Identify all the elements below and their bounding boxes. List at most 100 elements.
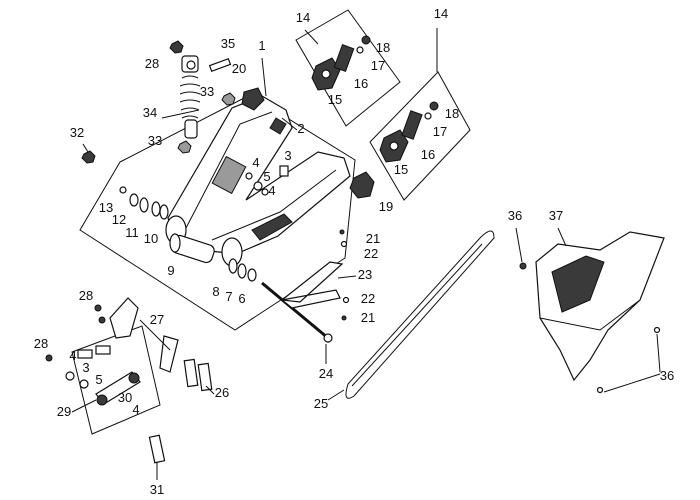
leader-26: [205, 385, 215, 395]
callout-c30: 30: [118, 390, 132, 405]
rear-axle: [261, 281, 329, 340]
washer-12: [129, 193, 139, 207]
callout-c4c: 4: [132, 402, 139, 417]
chain-guide-upper: [311, 35, 371, 91]
callout-c20: 20: [232, 61, 246, 76]
washer-4a: [245, 172, 253, 180]
axle-nut: [323, 333, 333, 343]
callout-c22a: 22: [364, 246, 378, 261]
callout-c13: 13: [99, 200, 113, 215]
chain-guide-lower: [379, 101, 439, 163]
callout-c32: 32: [70, 125, 84, 140]
callout-c10: 10: [144, 231, 158, 246]
bushing-11: [139, 197, 149, 213]
washer-4b: [261, 188, 269, 196]
callout-c28a: 28: [145, 56, 159, 71]
plate-19: [349, 171, 375, 199]
leader-1: [261, 57, 267, 97]
callout-c15b: 15: [394, 162, 408, 177]
washer-22b: [342, 296, 350, 304]
callout-c25: 25: [314, 396, 328, 411]
leader-36a: [515, 227, 523, 263]
callout-c7: 7: [225, 289, 232, 304]
callout-c36b: 36: [660, 368, 674, 383]
callout-c2: 2: [297, 121, 304, 136]
callout-c16a: 16: [354, 76, 368, 91]
callout-c15a: 15: [328, 92, 342, 107]
callout-c1: 1: [258, 38, 265, 53]
callout-c24: 24: [319, 366, 333, 381]
callout-c4b: 4: [268, 183, 275, 198]
leader-25: [327, 389, 345, 401]
washer-6: [247, 268, 257, 282]
callout-c21b: 21: [361, 310, 375, 325]
callout-c27: 27: [150, 312, 164, 327]
callout-c3b: 3: [82, 360, 89, 375]
pivot-tube: [169, 233, 215, 264]
bracket-27: [109, 297, 139, 339]
nut-28b: [94, 304, 102, 312]
arm-23: [280, 261, 344, 309]
callout-c31: 31: [150, 482, 164, 497]
link-27b: [159, 335, 179, 373]
callout-c12: 12: [112, 212, 126, 227]
callout-c9: 9: [167, 263, 174, 278]
pin-26b: [197, 362, 213, 392]
linkage-29: [65, 345, 141, 406]
leader-37: [557, 227, 567, 247]
callout-c28b: 28: [79, 288, 93, 303]
pin-26a: [183, 358, 199, 388]
bushing-8: [228, 258, 238, 274]
callout-c4a: 4: [252, 155, 259, 170]
callout-c14b: 14: [434, 6, 448, 21]
spacer-3: [279, 165, 289, 177]
plate-20: [241, 87, 265, 111]
callout-c34: 34: [143, 105, 157, 120]
nut-33-upper: [221, 92, 236, 106]
callout-c33a: 33: [200, 84, 214, 99]
callout-c19: 19: [379, 199, 393, 214]
callout-c6: 6: [238, 291, 245, 306]
nut-28d: [45, 354, 53, 362]
shock-absorber: [179, 55, 201, 139]
bolt-31: [148, 434, 166, 464]
leader-34: [161, 109, 200, 119]
leader-14a: [304, 29, 319, 45]
callout-c29: 29: [57, 404, 71, 419]
bushing-5: [253, 181, 263, 191]
bolt-36c: [596, 386, 604, 394]
bushing-7: [237, 263, 247, 279]
bolt-36b: [653, 326, 661, 334]
callout-c21a: 21: [366, 231, 380, 246]
leader-23: [337, 275, 357, 279]
screw-21b: [341, 315, 347, 321]
chain-guard: [535, 231, 665, 382]
washer-22a: [340, 240, 348, 248]
nut-32: [81, 150, 96, 164]
callout-c33b: 33: [148, 133, 162, 148]
nut-28c: [98, 316, 106, 324]
callout-c36a: 36: [508, 208, 522, 223]
bushing-10a: [151, 201, 161, 217]
callout-c5a: 5: [263, 169, 270, 184]
leader-32: [82, 143, 89, 153]
callout-c23: 23: [358, 267, 372, 282]
callout-c26: 26: [215, 385, 229, 400]
callout-c11: 11: [125, 225, 139, 240]
callout-c4d: 4: [69, 348, 76, 363]
callout-c5b: 5: [95, 372, 102, 387]
callout-c18b: 18: [445, 106, 459, 121]
callout-c18a: 18: [376, 40, 390, 55]
callout-c16b: 16: [421, 147, 435, 162]
leader-29: [71, 399, 97, 413]
screw-21a: [339, 229, 345, 235]
leader-27: [139, 319, 171, 351]
callout-c3: 3: [284, 148, 291, 163]
chain-guide-group-box-lower: [369, 71, 471, 201]
callout-c28c: 28: [34, 336, 48, 351]
callout-c17a: 17: [371, 58, 385, 73]
nut-33-lower: [177, 140, 192, 154]
